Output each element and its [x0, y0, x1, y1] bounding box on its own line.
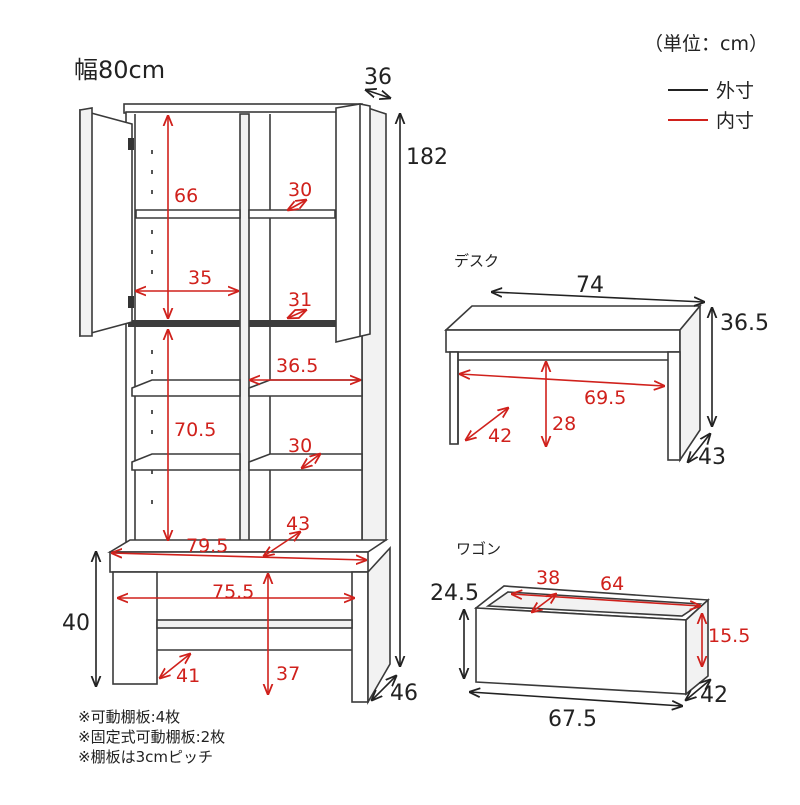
desk-top-front — [445, 329, 681, 353]
shelf-lower-height-label: 40 — [62, 611, 90, 636]
dim-line-total-width — [112, 553, 366, 560]
middle-width-label: 36.5 — [276, 355, 318, 377]
wagon-inner-width-label: 64 — [600, 573, 624, 595]
knee-depth-label: 41 — [176, 665, 200, 687]
shelf-width-label: 幅80cm — [74, 56, 165, 84]
legend-outer-label: 外寸 — [716, 80, 754, 102]
dim-line-wagon-inner-width — [512, 594, 700, 606]
shelf-board — [135, 209, 241, 219]
dim-line-wagon-width — [470, 692, 682, 706]
compartment-width-label: 35 — [188, 267, 212, 289]
shelf-board — [131, 379, 241, 397]
wagon-height-label: 24.5 — [430, 581, 479, 606]
shelf-inner-dims — [112, 116, 366, 694]
shelf-left-door-edge — [79, 107, 93, 337]
shelf-board — [248, 209, 336, 219]
shelf-board — [131, 453, 241, 471]
upper-depth-label: 30 — [288, 179, 312, 201]
lower-left-leg — [112, 571, 158, 685]
note-line: ※棚板は3cmピッチ — [78, 748, 213, 766]
dim-line-desk-depth — [688, 434, 710, 462]
shelf-outer-dims — [96, 90, 400, 700]
desk-figure — [443, 303, 702, 463]
wagon-width-label: 67.5 — [548, 707, 597, 732]
note-line: ※固定式可動棚板:2枚 — [78, 728, 225, 746]
desk-depth-label: 43 — [698, 445, 726, 470]
total-width-label: 79.5 — [186, 535, 228, 557]
counter-depth-label: 43 — [286, 513, 310, 535]
dim-line-wagon-depth — [686, 680, 710, 700]
shelf-board — [248, 379, 363, 397]
desk-left-leg — [449, 351, 459, 445]
dim-line-counter-depth — [264, 532, 300, 556]
wagon-label: ワゴン — [456, 540, 501, 558]
middle-height-label: 70.5 — [174, 419, 216, 441]
dim-line-middle-depth — [302, 454, 320, 468]
dim-line-lower-depth — [372, 676, 396, 700]
fixed-shelf-board — [128, 320, 240, 327]
desk-inner-width-label: 69.5 — [584, 387, 626, 409]
note-line: ※可動棚板:4枚 — [78, 708, 180, 726]
shelf-center-divider — [239, 113, 250, 547]
counter-front — [109, 551, 369, 573]
desk-inner-depth-label: 42 — [488, 425, 512, 447]
fixed-shelf-depth-label: 31 — [288, 289, 312, 311]
lower-width-label: 75.5 — [212, 581, 254, 603]
desk-dims — [460, 292, 712, 462]
shelf-right-door — [335, 103, 371, 344]
fixed-shelf-board — [249, 320, 336, 327]
dim-line-desk-inner-depth — [466, 408, 508, 440]
desk-inner-height-label: 28 — [552, 413, 576, 435]
desk-label: デスク — [454, 252, 499, 270]
upper-height-label: 66 — [174, 185, 198, 207]
dim-line-desk-inner-width — [460, 374, 664, 386]
desk-width-label: 74 — [576, 273, 604, 298]
desk-right-leg — [667, 351, 681, 461]
dim-line-desk-width — [492, 292, 704, 302]
door-hinge-icon — [128, 296, 134, 308]
wagon-front-panel — [475, 607, 687, 695]
dim-line-depth — [366, 90, 390, 98]
desk-top-surface — [443, 305, 702, 331]
middle-depth-label: 30 — [288, 435, 312, 457]
wagon-dims — [464, 594, 710, 706]
dim-line-fixed-shelf-depth — [288, 310, 306, 318]
lower-right-leg — [351, 571, 369, 703]
knee-height-label: 37 — [276, 663, 300, 685]
legend: 外寸 内寸 — [668, 80, 754, 132]
desk-height-label: 36.5 — [720, 311, 769, 336]
dim-line-upper-depth — [288, 200, 306, 210]
lower-side-panel — [367, 545, 391, 705]
shelf-lower-depth-label: 46 — [390, 681, 418, 706]
wagon-inner-depth-label: 38 — [536, 567, 560, 589]
units-note: （単位：cm） — [644, 33, 768, 55]
dim-line-knee-depth — [160, 654, 190, 678]
wagon-figure — [473, 585, 710, 696]
wagon-depth-label: 42 — [700, 683, 728, 708]
shelf-peg-holes — [151, 150, 153, 504]
notes: ※可動棚板:4枚 ※固定式可動棚板:2枚 ※棚板は3cmピッチ — [78, 708, 225, 766]
counter-top — [107, 539, 389, 553]
wagon-inner-height-label: 15.5 — [708, 625, 750, 647]
lower-back-panel — [156, 619, 353, 629]
legend-inner-label: 内寸 — [716, 110, 754, 132]
door-hinge-icon — [128, 138, 134, 150]
shelf-unit — [79, 103, 391, 705]
desk-right-side — [679, 303, 701, 463]
shelf-height-label: 182 — [406, 145, 448, 170]
shelf-depth-label: 36 — [364, 65, 392, 90]
